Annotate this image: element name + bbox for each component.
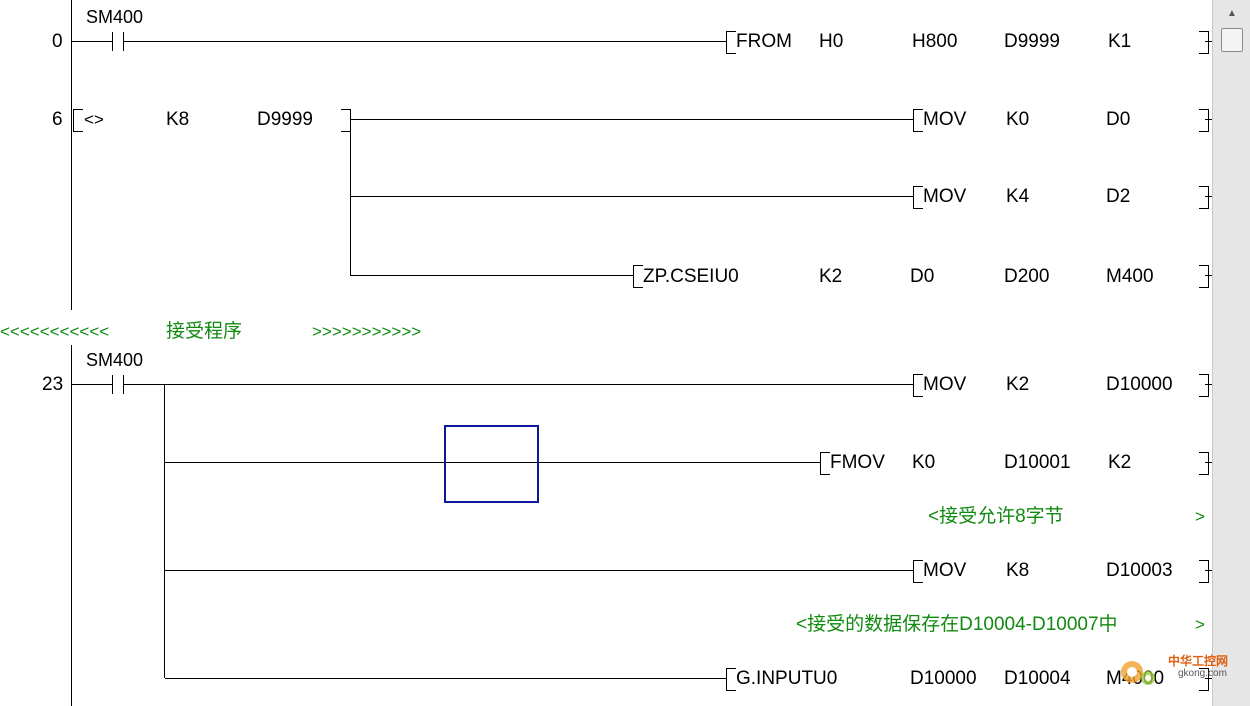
branch-line (164, 384, 165, 678)
operand[interactable]: K2 (1006, 374, 1030, 395)
instruction-name[interactable]: MOV (923, 374, 967, 395)
ladder-editor[interactable]: 0 SM400 FROM H0 H800 D9999 K1 6 <> K8 D9… (0, 0, 1212, 706)
operand[interactable]: K8 (166, 109, 190, 130)
branch-line (350, 119, 351, 276)
contact-symbol[interactable] (112, 375, 113, 394)
instruction-name[interactable]: FROM (736, 31, 792, 52)
statement-left-marker: <<<<<<<<<<< (0, 322, 110, 341)
operand[interactable]: H800 (912, 31, 958, 52)
watermark-text: 中华工控网 (1168, 654, 1229, 668)
instruction-bracket-close (1199, 31, 1209, 54)
operand[interactable]: K8 (1006, 560, 1030, 581)
left-power-rail (71, 0, 72, 310)
step-number: 6 (52, 109, 63, 130)
operand[interactable]: K4 (1006, 186, 1030, 207)
instruction-name[interactable]: MOV (923, 186, 967, 207)
watermark-logo: 中华工控网 gkong.com (1112, 650, 1242, 690)
step-number: 23 (42, 374, 64, 395)
contact-label: SM400 (86, 7, 144, 27)
instruction-name[interactable]: ZP.CSEΙU0 (643, 266, 739, 287)
operand[interactable]: M400 (1106, 266, 1154, 287)
operand[interactable]: K2 (819, 266, 843, 287)
operand[interactable]: D10004 (1004, 668, 1071, 689)
instruction-name[interactable]: G.INPUTU0 (736, 668, 838, 689)
operand[interactable]: K0 (912, 452, 936, 473)
note-end-marker: > (1195, 507, 1205, 526)
statement-text[interactable]: 接受程序 (166, 321, 243, 342)
operand[interactable]: D2 (1106, 186, 1131, 207)
operand[interactable]: D10003 (1106, 560, 1173, 581)
operand[interactable]: D200 (1004, 266, 1050, 287)
left-power-rail (71, 345, 72, 706)
scroll-up-icon[interactable]: ▲ (1227, 8, 1237, 19)
operand[interactable]: K2 (1108, 452, 1132, 473)
watermark-url: gkong.com (1178, 668, 1227, 679)
compare-operator[interactable]: <> (84, 110, 104, 129)
operand[interactable]: H0 (819, 31, 844, 52)
instruction-name[interactable]: MOV (923, 109, 967, 130)
scrollbar-thumb[interactable] (1221, 28, 1243, 52)
compare-bracket-open (73, 109, 83, 132)
operand[interactable]: D9999 (1004, 31, 1060, 52)
operand[interactable]: D0 (1106, 109, 1131, 130)
operand[interactable]: D10000 (1106, 374, 1173, 395)
operand[interactable]: K1 (1108, 31, 1132, 52)
edit-cursor[interactable] (444, 425, 539, 503)
note-end-marker: > (1195, 615, 1205, 634)
contact-label: SM400 (86, 350, 144, 370)
operand[interactable]: D0 (910, 266, 935, 287)
operand[interactable]: K0 (1006, 109, 1030, 130)
operand[interactable]: D10000 (910, 668, 977, 689)
note-comment[interactable]: <接受允许8字节 (928, 506, 1064, 527)
instruction-bracket-open (726, 31, 736, 54)
instruction-name[interactable]: MOV (923, 560, 967, 581)
gear-icon (1121, 661, 1155, 685)
contact-symbol[interactable] (112, 32, 113, 51)
statement-right-marker: >>>>>>>>>>> (312, 322, 422, 341)
instruction-name[interactable]: FMOV (830, 452, 885, 473)
note-comment[interactable]: <接受的数据保存在D10004-D10007中 (796, 614, 1118, 635)
vertical-scrollbar[interactable]: ▲ (1212, 0, 1250, 706)
operand[interactable]: D9999 (257, 109, 313, 130)
operand[interactable]: D10001 (1004, 452, 1071, 473)
step-number: 0 (52, 31, 63, 52)
